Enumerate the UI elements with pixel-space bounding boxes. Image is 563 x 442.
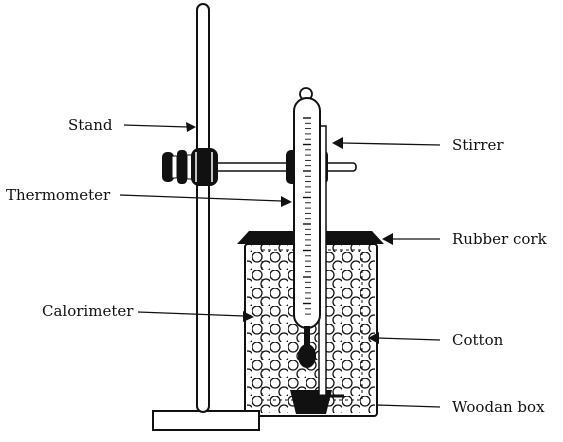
label-calorimeter: Calorimeter — [42, 302, 134, 320]
rubber-cork-arrowhead — [382, 233, 393, 245]
label-cotton: Cotton — [452, 331, 504, 349]
stand-arrowhead — [186, 122, 196, 132]
thermometer-pointer — [119, 194, 283, 202]
thermometer-scale — [303, 117, 311, 315]
stand-pointer — [123, 124, 189, 128]
thermometer — [293, 87, 321, 368]
stand-base — [152, 410, 260, 431]
cotton-pointer — [377, 337, 441, 341]
stirrer-arrowhead — [332, 137, 343, 149]
thermometer-arrowhead — [281, 196, 292, 207]
label-stand: Stand — [68, 116, 113, 134]
calorimeter-arrowhead — [243, 311, 254, 322]
thermometer-stem — [304, 326, 310, 346]
label-wooden-box: Woodan box — [452, 398, 545, 416]
calorimeter-pointer — [137, 311, 245, 317]
stirrer-pointer — [341, 142, 441, 146]
thermometer-bulb — [298, 344, 316, 368]
label-thermometer: Thermometer — [6, 186, 111, 204]
cotton-arrowhead — [368, 332, 379, 344]
label-stirrer: Stirrer — [452, 136, 504, 154]
clamp-boss-left — [162, 148, 218, 186]
wooden-box-pointer — [375, 404, 441, 408]
stand-rod — [196, 3, 210, 413]
label-pointers — [119, 122, 441, 408]
label-rubber-cork: Rubber cork — [452, 230, 547, 248]
